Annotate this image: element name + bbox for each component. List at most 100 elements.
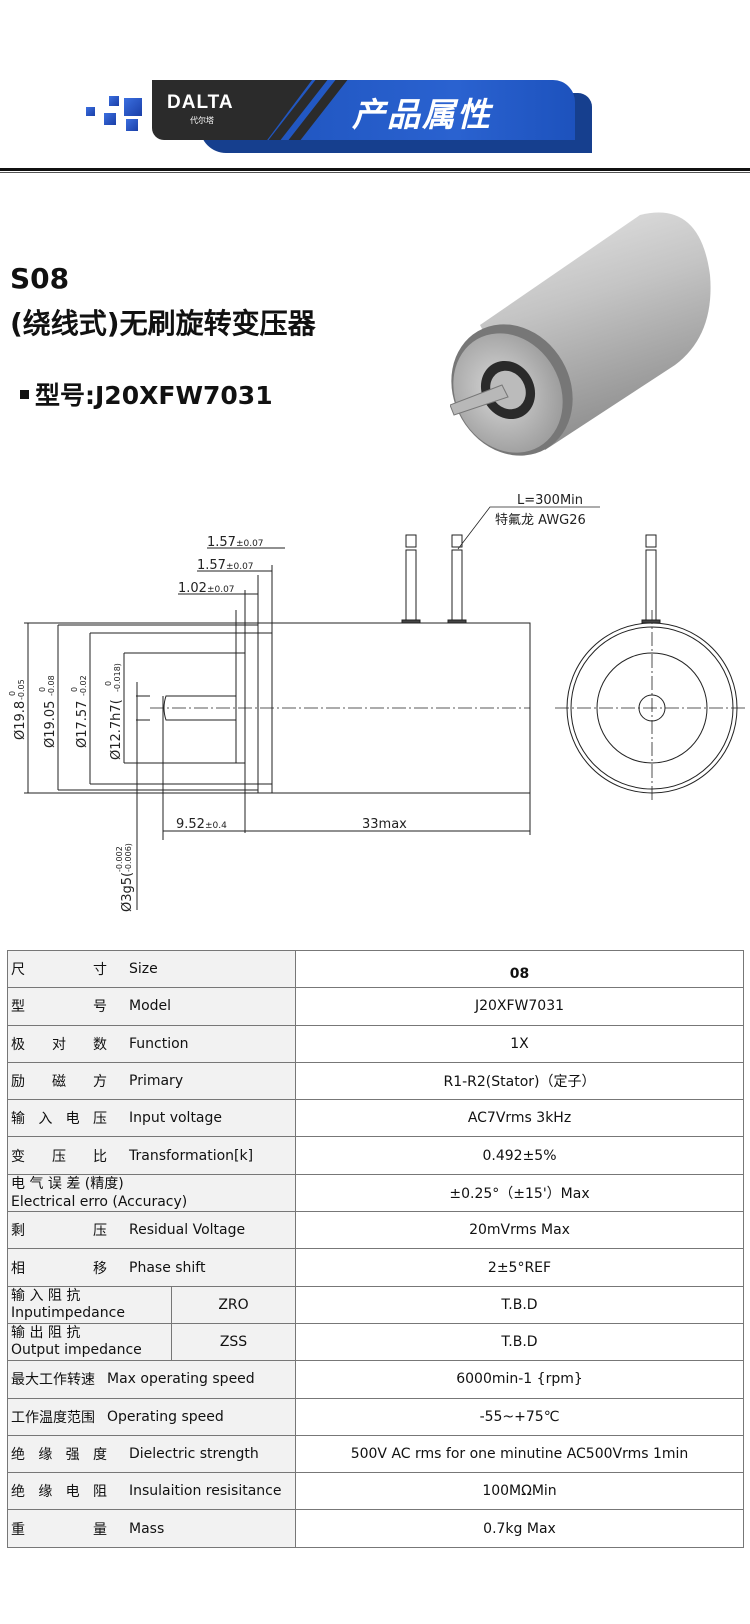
dim-shaft-dia: Ø3g5( -0.002 -0.006) [115,843,135,912]
lead-wire [401,534,421,624]
svg-text:Ø17.57: Ø17.57 [75,701,90,748]
dim-flange-1: 1.57±0.07 [207,535,264,550]
spec-value: 08 [295,949,744,989]
dim-flange-2: 1.57±0.07 [197,558,254,573]
spec-value: R1-R2(Stator)（定子） [295,1061,744,1101]
svg-text:Ø3g5(: Ø3g5( [120,872,135,912]
spec-label-en: Input voltage [129,1110,223,1127]
spec-label-zh: 工作温度范围 [11,1409,95,1426]
spec-label-en: Max operating speed [107,1371,255,1388]
spec-value: AC7Vrms 3kHz [295,1099,744,1138]
spec-label: 励磁方 Primary [7,1061,296,1101]
dim-dia-2: Ø19.05 0 -0.08 [38,675,58,748]
spec-value: J20XFW7031 [295,987,744,1026]
body-outline [271,622,531,794]
spec-label-en: Phase shift [129,1259,206,1276]
spec-label-zh: 励磁方 [11,1074,107,1091]
spec-value: 2±5°REF [295,1248,744,1287]
spec-label-zh: 极对数 [11,1036,107,1053]
spec-label-en: Primary [129,1073,184,1090]
spec-label-en: Inputimpedance [11,1304,125,1321]
spec-label-en: Electrical erro (Accuracy) [11,1193,188,1210]
product-size-title: S08 [10,262,70,295]
table-row: 最大工作转速 Max operating speed 6000min-1 {rpm} [7,1360,744,1399]
spec-value: 100MΩMin [295,1472,744,1511]
spec-label-zh: 电 气 误 差 (精度) [11,1175,124,1192]
spec-label: 绝缘电阻 Insulaition resisitance [7,1472,296,1511]
svg-text:0: 0 [104,681,113,686]
spec-label-zh: 输 入 阻 抗 [11,1287,81,1304]
spec-label-zh: 绝缘强度 [11,1447,107,1463]
spec-value: 6000min-1 {rpm} [295,1360,744,1399]
spec-label-zh: 重量 [11,1521,107,1538]
spec-value: -55~+75℃ [295,1397,744,1436]
lead-wire [641,534,661,624]
divider [0,172,750,173]
wire-length-note: L=300Min [517,493,583,508]
spec-label-en: Function [129,1035,189,1052]
spec-value: 20mVrms Max [295,1211,744,1250]
spec-label-zh: 输入电压 [11,1111,107,1128]
decor-square [109,96,119,106]
svg-text:0: 0 [70,687,79,692]
spec-label-zh: 绝缘电阻 [11,1484,107,1501]
table-row: 绝缘电阻 Insulaition resisitance 100MΩMin [7,1472,744,1511]
divider [0,168,750,171]
spec-label: 绝缘强度 Dielectric strength [7,1434,296,1474]
svg-text:-0.05: -0.05 [17,679,26,700]
dim-dia-4: Ø12.7h7( 0 -0.018) [104,663,124,760]
spec-value: T.B.D [295,1322,744,1362]
dim-step: 1.02±0.07 [178,581,235,596]
decor-square [126,119,138,131]
dim-dia-3: Ø17.57 0 -0.02 [70,675,90,748]
end-view-inner [596,652,708,764]
svg-text:-0.018): -0.018) [113,663,122,692]
dim-shaft-length: 9.52±0.4 [176,817,227,832]
table-row: 励磁方 Primary R1-R2(Stator)（定子） [7,1061,744,1101]
spec-value: 1X [295,1024,744,1063]
product-name-title: (绕线式)无刷旋转变压器 [10,307,316,340]
spec-sub-label: ZSS [171,1322,296,1362]
product-photo [450,212,711,456]
spec-label-en: Dielectric strength [129,1446,259,1462]
brand-logo-subtitle: 代尔塔 [190,116,214,125]
spec-label: 相移 Phase shift [7,1248,296,1287]
spec-label-zh: 型号 [11,999,107,1016]
decor-square [104,113,116,125]
section-title: 产品属性 [352,95,492,134]
spec-label-en: Transformation[k] [129,1147,254,1164]
wire-spec-note: 特氟龙 AWG26 [495,513,586,528]
svg-text:0: 0 [38,687,47,692]
spec-label-en: Insulaition resisitance [129,1483,282,1500]
bullet-icon [20,389,29,399]
svg-text:0: 0 [8,691,17,696]
decor-square [124,98,142,116]
spec-label-zh: 相移 [11,1260,107,1277]
svg-text:-0.02: -0.02 [79,675,88,696]
table-row: 绝缘强度 Dielectric strength 500V AC rms for o… [7,1434,744,1474]
spec-label: 最大工作转速 Max operating speed [7,1360,296,1399]
dim-body-length: 33max [362,817,407,832]
spec-label-zh: 最大工作转速 [11,1372,95,1389]
spec-value: 500V AC rms for one minutine AC500Vrms 1… [295,1434,744,1474]
table-row: 电 气 误 差 (精度)Electrical erro (Accuracy) ±0… [7,1173,744,1213]
technical-drawing: 1.57±0.07 1.57±0.07 1.02±0.07 9.52±0.4 3… [8,493,745,912]
spec-value: ±0.25°（±15'）Max [295,1173,744,1213]
spec-value: 0.7kg Max [295,1509,744,1548]
svg-text:Ø12.7h7(: Ø12.7h7( [109,699,124,760]
model-line: 型号:J20XFW7031 [20,376,273,412]
